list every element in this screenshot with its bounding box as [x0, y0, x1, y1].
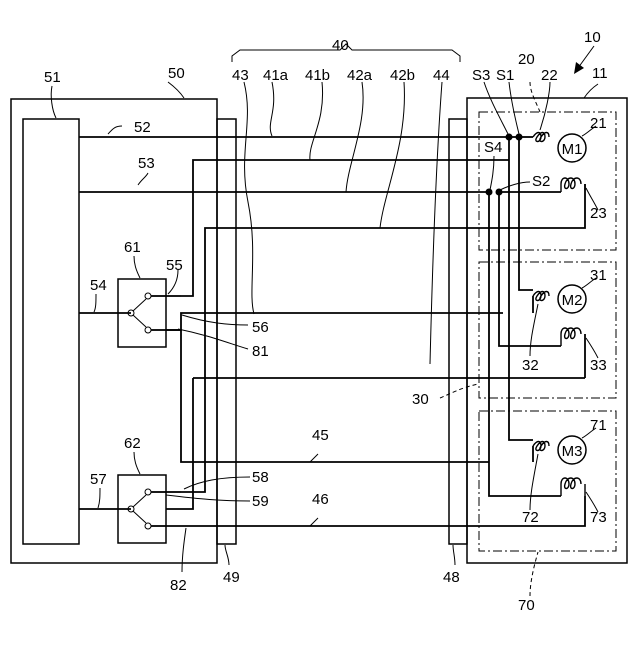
label-s2: S2: [532, 173, 550, 190]
wire-42b: [181, 228, 489, 492]
label-10: 10: [584, 29, 601, 46]
label-72: 72: [522, 509, 539, 526]
label-59: 59: [252, 493, 269, 510]
wire-45-left: [166, 378, 193, 509]
label-62: 62: [124, 435, 141, 452]
coil-22: [533, 133, 549, 142]
label-32: 32: [522, 357, 539, 374]
wire-s1-down: [519, 137, 533, 290]
connector-48: [449, 119, 467, 544]
label-56: 56: [252, 319, 269, 336]
actuator-housing-11: [467, 98, 627, 563]
coil-32: [533, 292, 549, 301]
label-s3: S3: [472, 67, 490, 84]
label-21: 21: [590, 115, 607, 132]
control-unit-51: [23, 119, 79, 544]
arrow-10: [574, 46, 594, 74]
label-51: 51: [44, 69, 61, 86]
wire-m1-coil2-ret: [489, 184, 585, 228]
label-11: 11: [592, 65, 608, 82]
label-30: 30: [412, 391, 429, 408]
connector-49: [217, 119, 236, 544]
label-31: 31: [590, 267, 607, 284]
label-33: 33: [590, 357, 607, 374]
label-71: 71: [590, 417, 607, 434]
coil-23: [561, 178, 585, 192]
label-52: 52: [134, 119, 151, 136]
label-23: 23: [590, 205, 607, 222]
label-70: 70: [518, 597, 535, 614]
label-46: 46: [312, 491, 329, 508]
label-81: 81: [252, 343, 269, 360]
label-s4: S4: [484, 139, 502, 156]
label-82: 82: [170, 577, 187, 594]
label-22: 22: [541, 67, 558, 84]
junction-s1: [516, 134, 523, 141]
label-s1: S1: [496, 67, 514, 84]
label-50: 50: [168, 65, 185, 82]
label-42a: 42a: [347, 67, 373, 84]
label-42b: 42b: [390, 67, 415, 84]
coil-33: [561, 328, 581, 346]
label-44: 44: [433, 67, 450, 84]
motor-m2-label: M2: [562, 292, 583, 309]
label-49: 49: [223, 569, 240, 586]
label-58: 58: [252, 469, 269, 486]
label-40: 40: [332, 37, 349, 54]
label-61: 61: [124, 239, 141, 256]
label-43: 43: [232, 67, 249, 84]
label-53: 53: [138, 155, 155, 172]
motor-m3-label: M3: [562, 443, 583, 460]
coil-73: [561, 478, 585, 496]
label-54: 54: [90, 277, 107, 294]
junction-s3: [506, 134, 513, 141]
label-41b: 41b: [305, 67, 330, 84]
label-55: 55: [166, 257, 183, 274]
switch-61-contacts: [128, 293, 166, 333]
junction-s4: [486, 189, 493, 196]
label-57: 57: [90, 471, 107, 488]
label-45: 45: [312, 427, 329, 444]
label-73: 73: [590, 509, 607, 526]
motor-m1-label: M1: [562, 141, 583, 158]
label-48: 48: [443, 569, 460, 586]
label-20: 20: [518, 51, 535, 68]
label-41a: 41a: [263, 67, 289, 84]
switch-62-contacts: [128, 489, 166, 529]
coil-72: [533, 442, 549, 451]
